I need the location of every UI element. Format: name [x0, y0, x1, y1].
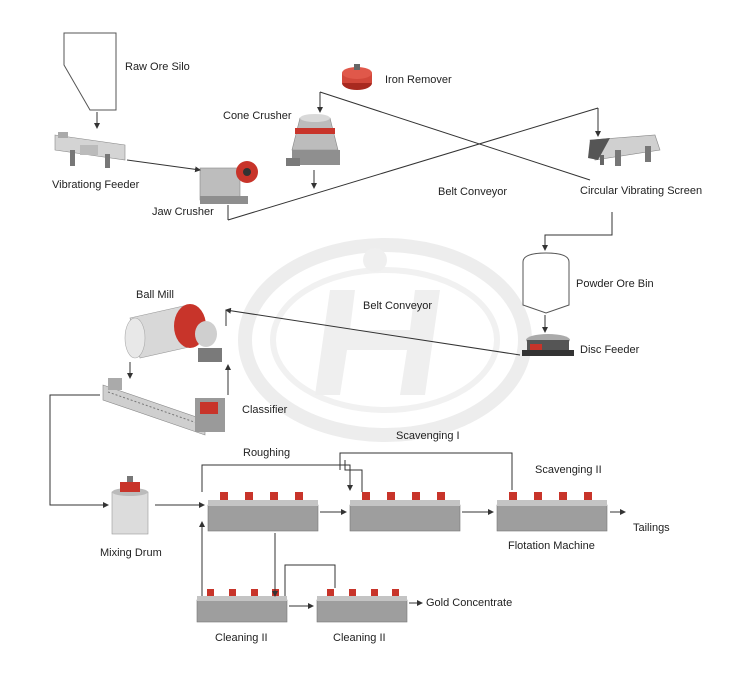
arrow-classifier-to-mixing	[49, 394, 109, 508]
label-roughing: Roughing	[243, 447, 291, 459]
belt-conveyor-screen-to-cone	[319, 91, 591, 181]
line-cleaning-right-loop	[284, 564, 336, 596]
vibrating-feeder-machine	[54, 132, 126, 168]
label-circular-vibrating-screen: Circular Vibrating Screen	[580, 185, 703, 197]
label-scavenging-1: Scavenging I	[396, 430, 460, 442]
cone-crusher-machine	[286, 114, 340, 166]
disc-feeder-machine	[522, 334, 574, 356]
label-classifier: Classifier	[242, 404, 288, 416]
belt-conveyor-jaw-to-screen	[227, 107, 599, 221]
belt-conveyor-disc-to-mill	[225, 307, 521, 356]
flotation-scavenging-2-cells	[496, 492, 608, 532]
circular-vibrating-screen-machine	[588, 134, 661, 166]
line-roughing-loop	[201, 464, 353, 492]
label-mixing-drum: Mixing Drum	[100, 547, 162, 559]
label-ball-mill: Ball Mill	[136, 289, 174, 301]
label-scavenging-2: Scavenging II	[535, 464, 602, 476]
jaw-crusher-machine	[199, 161, 258, 204]
label-cone-crusher: Cone Crusher	[223, 110, 292, 122]
label-flotation-machine: Flotation Machine	[508, 540, 595, 552]
line-scav1-return	[344, 460, 363, 492]
flotation-roughing-cells	[207, 492, 319, 532]
ball-mill-machine	[124, 304, 222, 362]
label-cleaning-right: Cleaning II	[333, 632, 386, 644]
line-scav1-loop	[339, 452, 513, 490]
watermark-logo	[238, 238, 532, 442]
flotation-cleaning-left-cells	[196, 589, 288, 623]
label-vibrating-feeder: Vibrationg Feeder	[52, 179, 140, 191]
label-belt-conveyor-mid: Belt Conveyor	[363, 300, 433, 312]
label-iron-remover: Iron Remover	[385, 74, 452, 86]
label-cleaning-left: Cleaning II	[215, 632, 268, 644]
label-powder-ore-bin: Powder Ore Bin	[576, 278, 654, 290]
arrow-screen-to-bin	[542, 212, 613, 251]
label-disc-feeder: Disc Feeder	[580, 344, 640, 356]
iron-remover-machine	[342, 64, 372, 90]
classifier-machine	[102, 378, 225, 436]
powder-ore-bin-outline	[522, 252, 570, 314]
raw-ore-silo-outline	[63, 32, 117, 111]
label-raw-ore-silo: Raw Ore Silo	[125, 61, 190, 73]
flotation-scavenging-1-cells	[349, 492, 461, 532]
label-gold-concentrate: Gold Concentrate	[426, 597, 513, 609]
arrow-feeder-to-jaw	[126, 159, 201, 173]
label-tailings: Tailings	[633, 522, 670, 534]
flotation-cleaning-right-cells	[316, 589, 408, 623]
label-jaw-crusher: Jaw Crusher	[152, 206, 214, 218]
mixing-drum-machine	[111, 476, 149, 535]
label-belt-conveyor-top: Belt Conveyor	[438, 186, 508, 198]
